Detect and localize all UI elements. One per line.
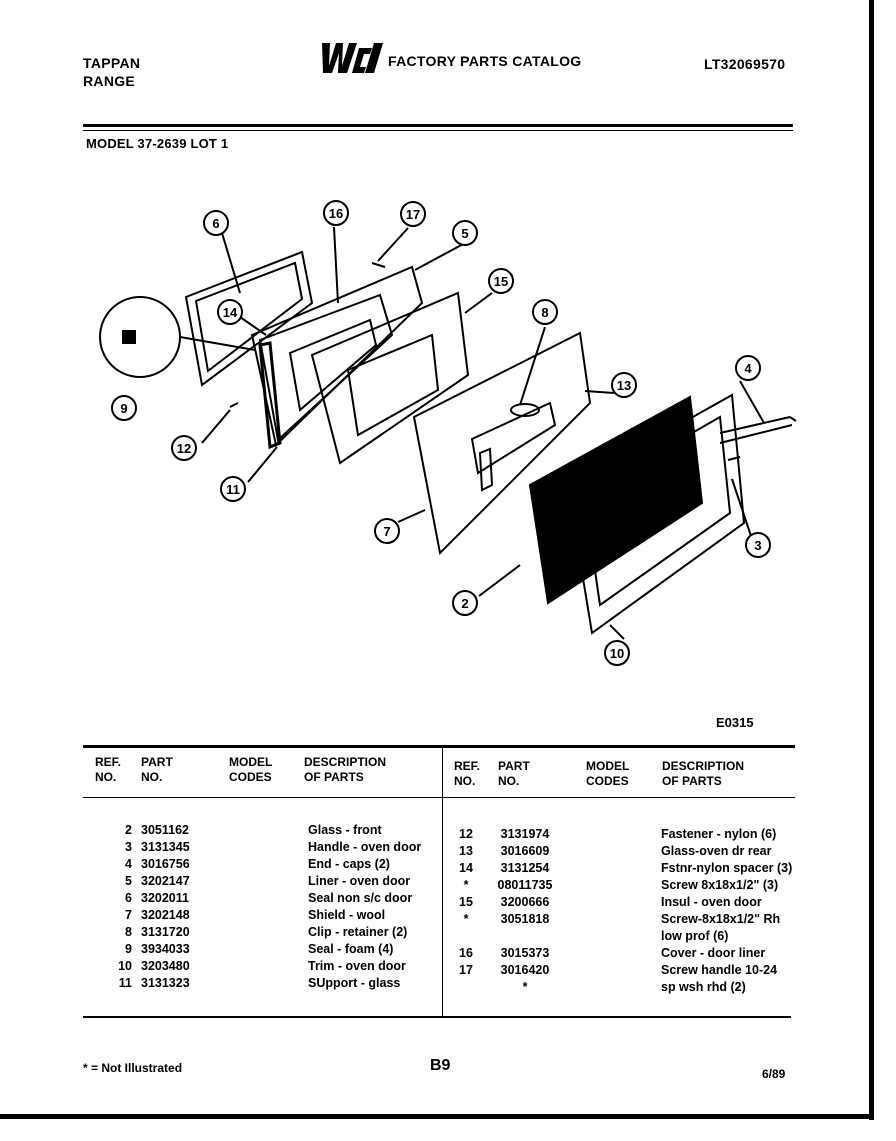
callout-6 <box>203 210 229 236</box>
table-column-divider <box>442 747 443 1017</box>
callout-label-13: 13 <box>617 378 631 393</box>
callout-2 <box>452 590 478 616</box>
table-top-rule <box>83 745 795 748</box>
shield-part <box>412 331 592 556</box>
support-glass-part <box>258 341 282 450</box>
callout-13 <box>611 372 637 398</box>
trim-frame-window <box>582 415 732 607</box>
header-ref-no-left: REF. NO. <box>95 755 122 784</box>
brand-label: TAPPAN RANGE <box>83 55 141 89</box>
callout-label-9: 9 <box>120 401 127 416</box>
table-bottom-rule <box>83 1016 791 1018</box>
rear-glass-part <box>528 395 704 605</box>
callout-5 <box>452 220 478 246</box>
callout-label-15: 15 <box>494 274 508 289</box>
wci-logo-icon <box>322 43 383 73</box>
left-ref-numbers: 2 3 4 5 6 7 8 9 10 11 <box>118 823 132 990</box>
inner-window <box>288 318 378 412</box>
left-descriptions: Glass - front Handle - oven door End - c… <box>308 823 422 990</box>
table-header-rule <box>83 797 795 798</box>
shield-clip <box>510 403 540 417</box>
callout-label-7: 7 <box>383 524 390 539</box>
handle-bar-part <box>719 416 797 444</box>
inner-window-panel <box>258 293 394 442</box>
right-descriptions: Fastener - nylon (6) Glass-oven dr rear … <box>661 827 793 994</box>
right-part-numbers: 3131974 3016609 3131254 08011735 3200666… <box>497 827 553 994</box>
callout-8 <box>532 299 558 325</box>
diagram-code: E0315 <box>716 715 754 730</box>
left-part-numbers: 3051162 3131345 3016756 3202147 3202011 … <box>141 823 190 990</box>
catalog-date: 6/89 <box>762 1067 786 1081</box>
callout-9 <box>111 395 137 421</box>
callout-label-8: 8 <box>541 305 548 320</box>
header-description-left: DESCRIPTION OF PARTS <box>304 755 387 784</box>
screw-17 <box>371 262 386 268</box>
callout-4 <box>735 355 761 381</box>
callout-label-14: 14 <box>223 305 238 320</box>
screw-12 <box>229 402 239 408</box>
seal-frame-part <box>184 250 314 387</box>
handle-clip <box>478 447 494 492</box>
exploded-parts-diagram: 6 16 17 5 15 14 8 9 13 4 12 11 7 3 2 10 <box>99 200 797 666</box>
header-part-no-right: PART NO. <box>498 759 530 788</box>
callout-label-17: 17 <box>406 207 420 222</box>
callout-12 <box>171 435 197 461</box>
seal-frame-inner <box>194 261 304 373</box>
seal-foam-detail <box>99 296 181 378</box>
document-id: LT32069570 <box>704 56 786 72</box>
callout-16 <box>323 200 349 226</box>
handle-rod <box>727 456 741 461</box>
callout-label-6: 6 <box>212 216 219 231</box>
callout-3 <box>745 532 771 558</box>
catalog-title: FACTORY PARTS CATALOG <box>388 53 582 69</box>
callout-15 <box>488 268 514 294</box>
callout-10 <box>604 640 630 666</box>
header-description-right: DESCRIPTION OF PARTS <box>662 759 745 788</box>
header-ref-no-right: REF. NO. <box>454 759 481 788</box>
model-label: MODEL 37-2639 LOT 1 <box>86 136 229 151</box>
callout-11 <box>220 476 246 502</box>
page-border-bottom <box>0 1114 874 1119</box>
header-rule <box>83 124 793 127</box>
right-ref-numbers: 12 13 14 * 15 * 16 17 <box>459 827 473 977</box>
page-border-right <box>869 0 874 1120</box>
callout-label-2: 2 <box>461 596 468 611</box>
trim-frame-part <box>566 393 746 635</box>
seal-foam-square <box>122 330 136 344</box>
seal-foam-leader <box>179 336 256 351</box>
header-model-codes-left: MODEL CODES <box>229 755 273 784</box>
window-frame-opening <box>346 333 440 437</box>
callout-7 <box>374 518 400 544</box>
page-number: B9 <box>430 1057 451 1074</box>
window-frame-part <box>310 291 470 465</box>
header-model-codes-right: MODEL CODES <box>586 759 630 788</box>
callout-label-16: 16 <box>329 206 343 221</box>
callout-label-4: 4 <box>744 361 752 376</box>
callout-label-10: 10 <box>610 646 624 661</box>
callout-17 <box>400 201 426 227</box>
callout-label-11: 11 <box>226 482 240 497</box>
callout-label-5: 5 <box>461 226 468 241</box>
liner-plate <box>250 265 424 447</box>
callout-label-3: 3 <box>754 538 761 553</box>
callout-label-12: 12 <box>177 441 191 456</box>
callout-14 <box>217 299 243 325</box>
footnote-not-illustrated: * = Not Illustrated <box>83 1061 183 1075</box>
header-part-no-left: PART NO. <box>141 755 173 784</box>
header-rule-thin <box>83 130 793 131</box>
